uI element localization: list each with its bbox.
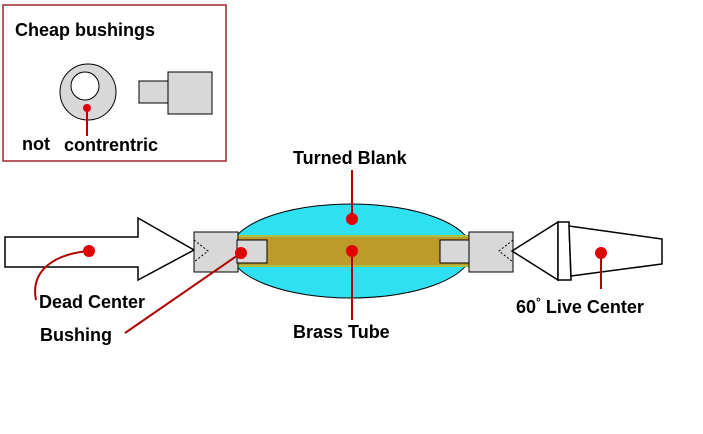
- brass-tube-marker: [346, 245, 358, 257]
- live-center-angle: 60: [516, 297, 536, 317]
- live-center-collar: [557, 221, 572, 281]
- dead-center-marker: [83, 245, 95, 257]
- off-center-marker: [83, 104, 91, 112]
- turned-blank-label: Turned Blank: [293, 148, 408, 168]
- inset-label-not: not: [22, 134, 50, 154]
- cheap-bushings-inset: Cheap bushings not contrentric: [2, 4, 227, 162]
- dead-center-label: Dead Center: [39, 292, 145, 312]
- bushing-side-view-body: [167, 71, 213, 115]
- live-center-text: Live Center: [541, 297, 644, 317]
- inset-label-contrentric: contrentric: [64, 135, 158, 155]
- live-center-label: 60° Live Center: [516, 295, 644, 317]
- inset-title: Cheap bushings: [15, 20, 155, 40]
- right-bushing-cone-seat: [498, 239, 514, 263]
- bushing-side-view-pin: [138, 80, 170, 104]
- bushing-end-view-hole: [70, 71, 100, 101]
- degree-sign: °: [536, 295, 541, 309]
- brass-tube-label: Brass Tube: [293, 322, 390, 342]
- bushing-label: Bushing: [40, 325, 112, 345]
- left-bushing-body: [193, 231, 239, 273]
- right-bushing-pin: [439, 239, 471, 264]
- dead-center: [4, 216, 196, 282]
- bushing-marker: [235, 247, 247, 259]
- live-center-cone: [510, 220, 559, 282]
- live-center: [510, 220, 663, 282]
- left-bushing-cone-seat: [193, 239, 209, 263]
- dead-center-leader: [34, 250, 90, 301]
- turned-blank-marker: [346, 213, 358, 225]
- right-bushing-body: [468, 231, 514, 273]
- bushing-leader: [124, 252, 242, 334]
- live-center-body: [568, 225, 663, 277]
- live-center-marker: [595, 247, 607, 259]
